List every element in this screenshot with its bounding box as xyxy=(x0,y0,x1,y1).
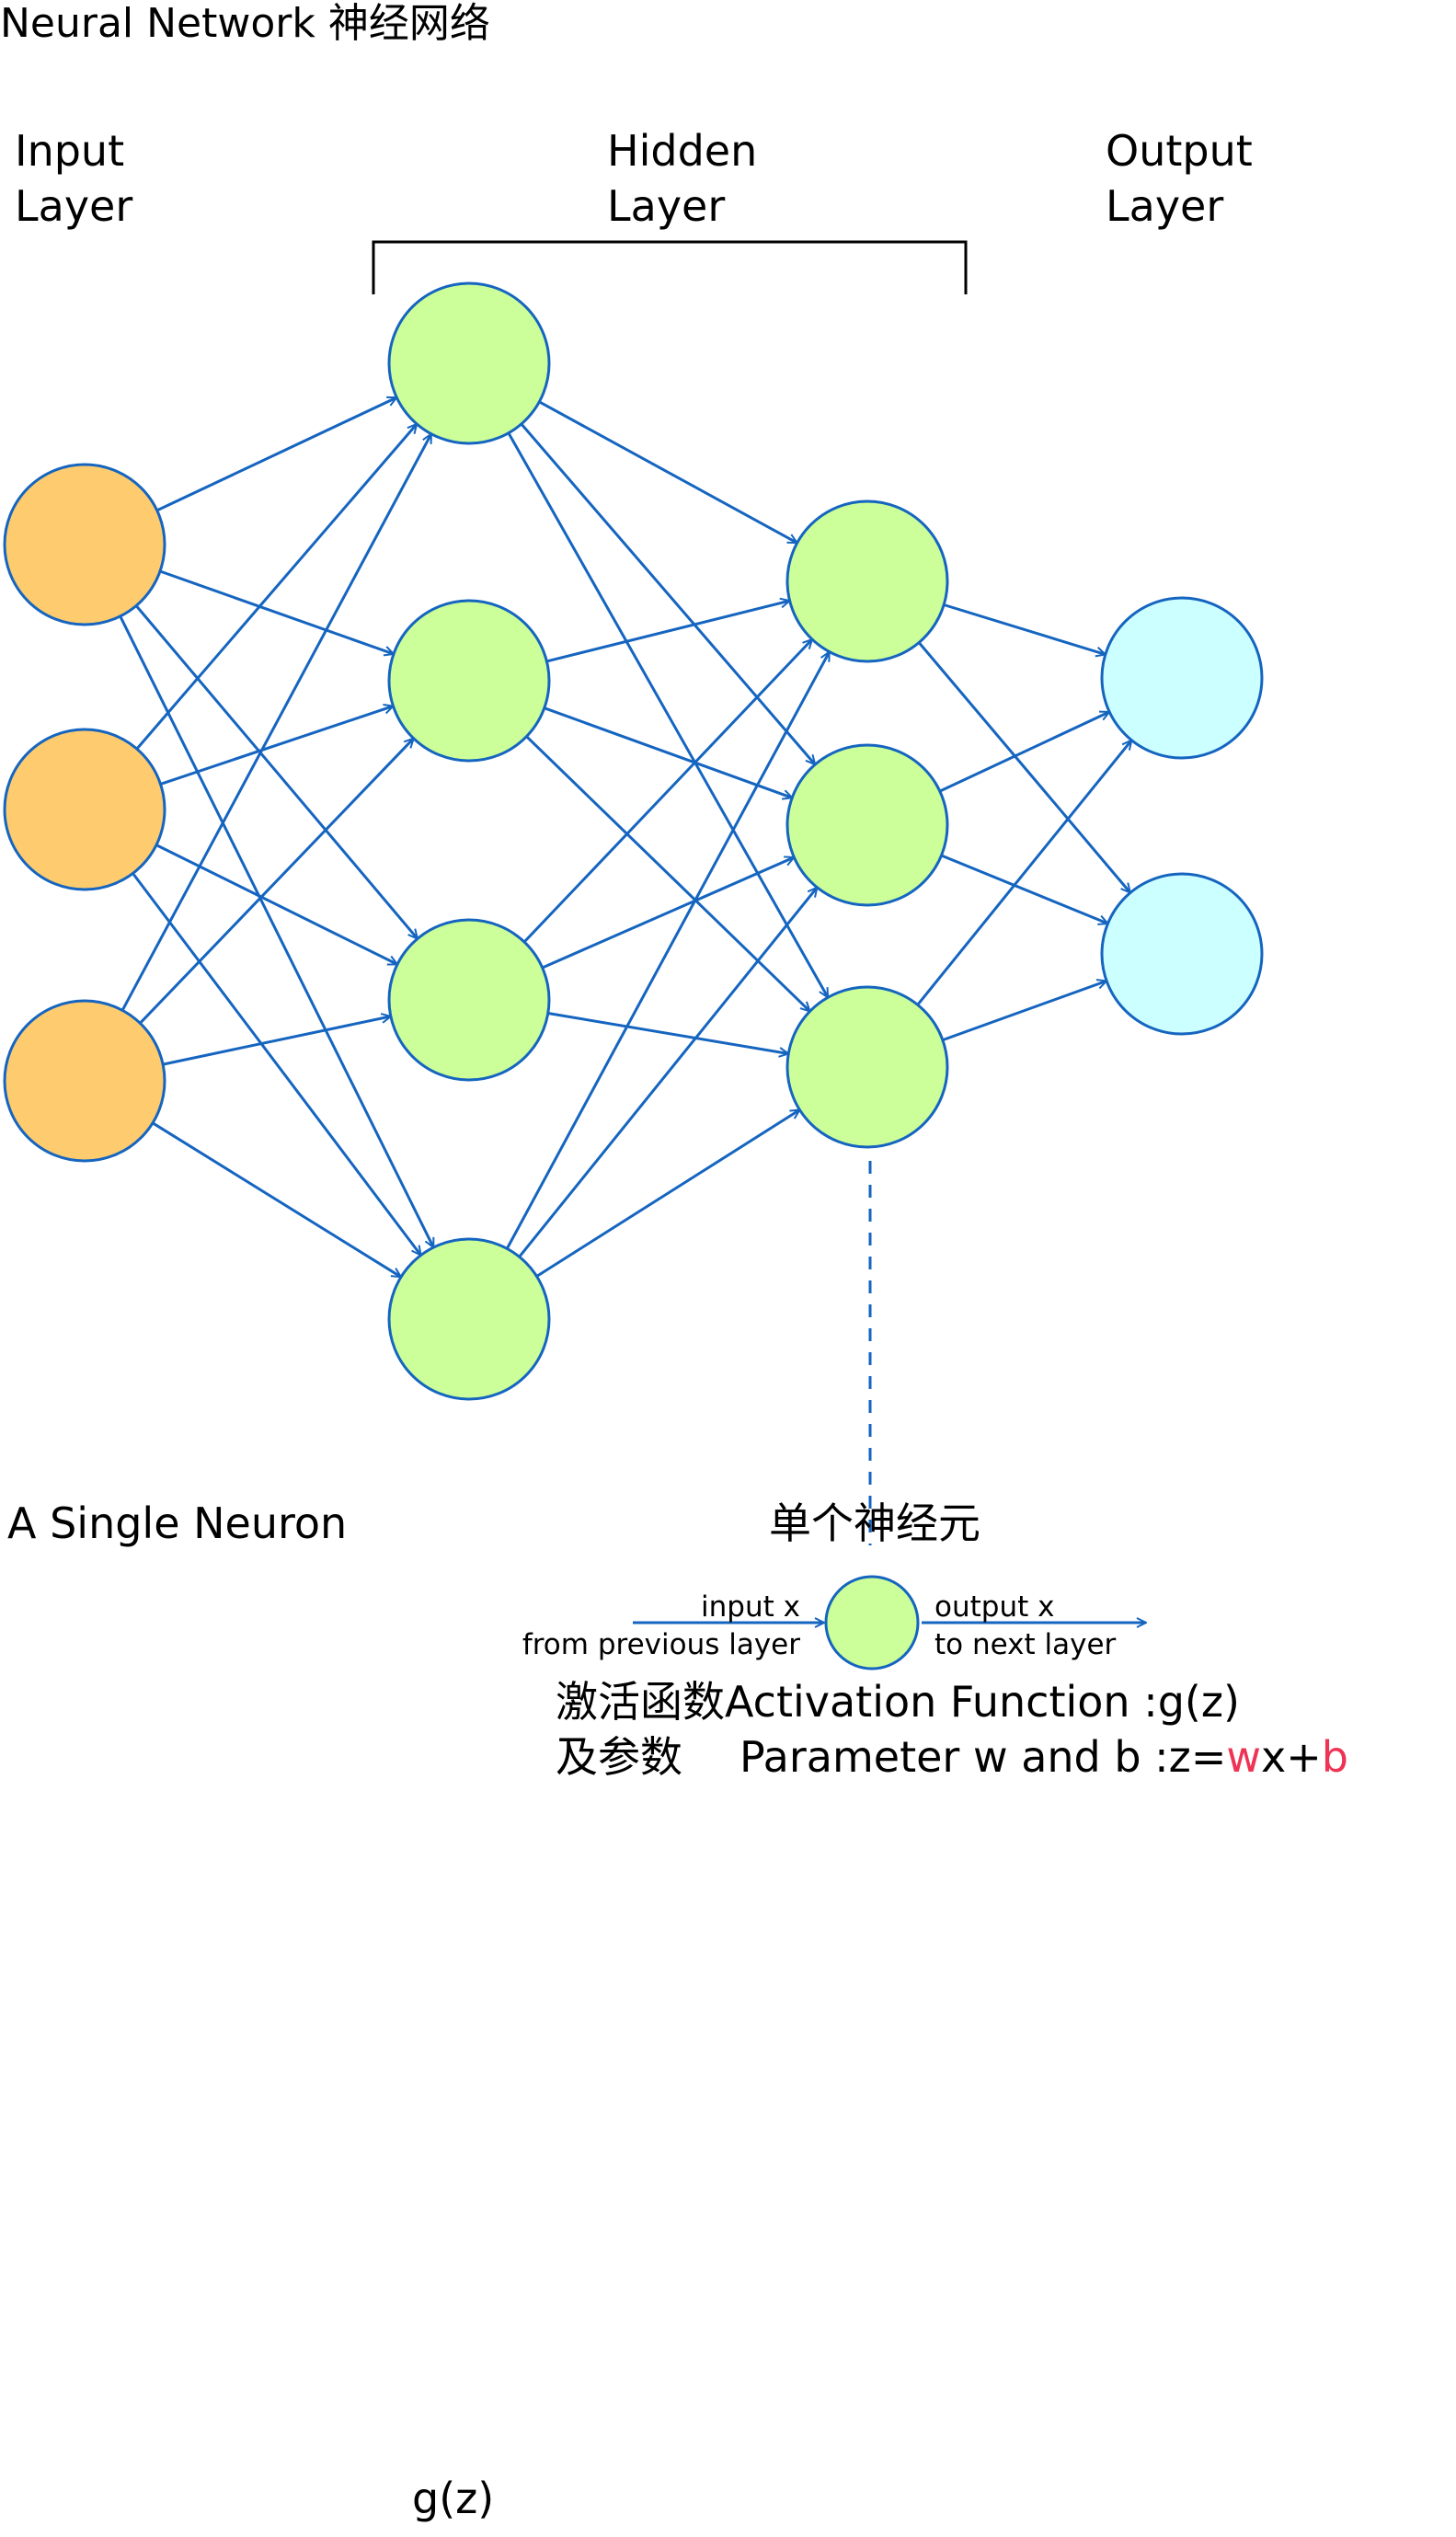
input-node-1 xyxy=(3,463,166,626)
edge-hidden1-4-to-hidden2-2 xyxy=(518,888,818,1258)
single-neuron-output-label-1: output x xyxy=(934,1590,1054,1624)
parameter-w: w xyxy=(1226,1732,1261,1782)
output-layer-label-line1: Output xyxy=(1106,126,1253,176)
edge-hidden2-1-to-output-1 xyxy=(943,603,1106,655)
single-neuron-heading: A Single Neuron xyxy=(7,1498,347,1548)
edge-hidden1-2-to-hidden2-2 xyxy=(544,706,792,798)
hidden-layer-label-line2: Layer xyxy=(607,181,725,231)
input-node-2 xyxy=(3,728,166,891)
hidden1-node-2 xyxy=(387,599,551,763)
edge-input-3-to-hidden1-3 xyxy=(162,1016,391,1066)
hidden2-node-3 xyxy=(785,985,949,1149)
edge-input-3-to-hidden1-4 xyxy=(152,1121,401,1279)
parameter-b: b xyxy=(1322,1732,1348,1782)
edge-hidden1-3-to-hidden2-1 xyxy=(522,639,812,944)
edge-hidden1-2-to-hidden2-3 xyxy=(525,735,809,1012)
edge-input-2-to-hidden1-3 xyxy=(155,844,397,966)
input-layer-label-line1: Input xyxy=(15,126,124,176)
parameter-text: Parameter w and b :z= xyxy=(739,1732,1226,1782)
edge-hidden1-1-to-hidden2-2 xyxy=(520,422,815,764)
edge-hidden1-4-to-hidden2-1 xyxy=(505,652,831,1250)
edge-hidden2-3-to-output-2 xyxy=(942,981,1106,1042)
output-node-1 xyxy=(1100,596,1264,760)
edge-input-2-to-hidden1-2 xyxy=(160,706,394,786)
single-neuron-input-label-2: from previous layer xyxy=(522,1628,800,1661)
network-edges xyxy=(119,396,1132,1279)
edge-input-1-to-hidden1-2 xyxy=(159,569,394,654)
output-node-2 xyxy=(1100,872,1264,1036)
parameter-line: 及参数 Parameter w and b :z=wx+b xyxy=(556,1732,1348,1782)
edge-input-1-to-hidden1-3 xyxy=(134,604,418,939)
edge-hidden1-2-to-hidden2-1 xyxy=(546,601,789,663)
hidden1-node-1 xyxy=(387,281,551,445)
activation-function-line: 激活函数Activation Function :g(z) xyxy=(556,1677,1240,1727)
single-neuron-heading-cn: 单个神经元 xyxy=(769,1498,980,1548)
single-neuron-node xyxy=(824,1575,920,1670)
hidden-layer-bracket xyxy=(372,240,968,294)
edge-hidden2-2-to-output-2 xyxy=(940,854,1108,924)
edge-hidden2-2-to-output-1 xyxy=(939,710,1109,793)
edge-input-1-to-hidden1-1 xyxy=(156,396,397,512)
hidden1-node-3 xyxy=(387,918,551,1082)
single-neuron-output-label-2: to next layer xyxy=(934,1628,1117,1661)
edge-input-3-to-hidden1-2 xyxy=(139,739,413,1025)
edge-hidden1-4-to-hidden2-3 xyxy=(535,1108,800,1278)
hidden1-node-4 xyxy=(387,1237,551,1401)
edge-input-1-to-hidden1-4 xyxy=(119,615,435,1247)
edge-hidden1-3-to-hidden2-2 xyxy=(542,857,795,970)
bottom-gz-label: g(z) xyxy=(412,2474,494,2523)
network-nodes xyxy=(3,281,1264,1401)
hidden-layer-label-line1: Hidden xyxy=(607,126,757,176)
parameter-prefix: 及参数 xyxy=(556,1732,682,1782)
edge-hidden2-1-to-output-2 xyxy=(917,641,1130,893)
hidden2-node-1 xyxy=(785,499,949,663)
output-layer-label-line2: Layer xyxy=(1106,181,1223,231)
edge-input-2-to-hidden1-4 xyxy=(132,872,420,1255)
edge-hidden1-3-to-hidden2-3 xyxy=(547,1012,788,1054)
input-layer-label-line2: Layer xyxy=(15,181,132,231)
edge-input-2-to-hidden1-1 xyxy=(135,424,417,751)
diagram-title: Neural Network 神经网络 xyxy=(0,0,490,47)
edge-input-3-to-hidden1-1 xyxy=(120,434,433,1012)
single-neuron-input-label-1: input x xyxy=(701,1590,800,1624)
edge-hidden2-3-to-output-1 xyxy=(916,740,1132,1006)
edge-hidden1-1-to-hidden2-3 xyxy=(507,431,830,998)
parameter-x-plus: x+ xyxy=(1261,1732,1322,1782)
edge-hidden1-1-to-hidden2-1 xyxy=(538,400,797,545)
hidden2-node-2 xyxy=(785,743,949,907)
input-node-3 xyxy=(3,999,166,1163)
